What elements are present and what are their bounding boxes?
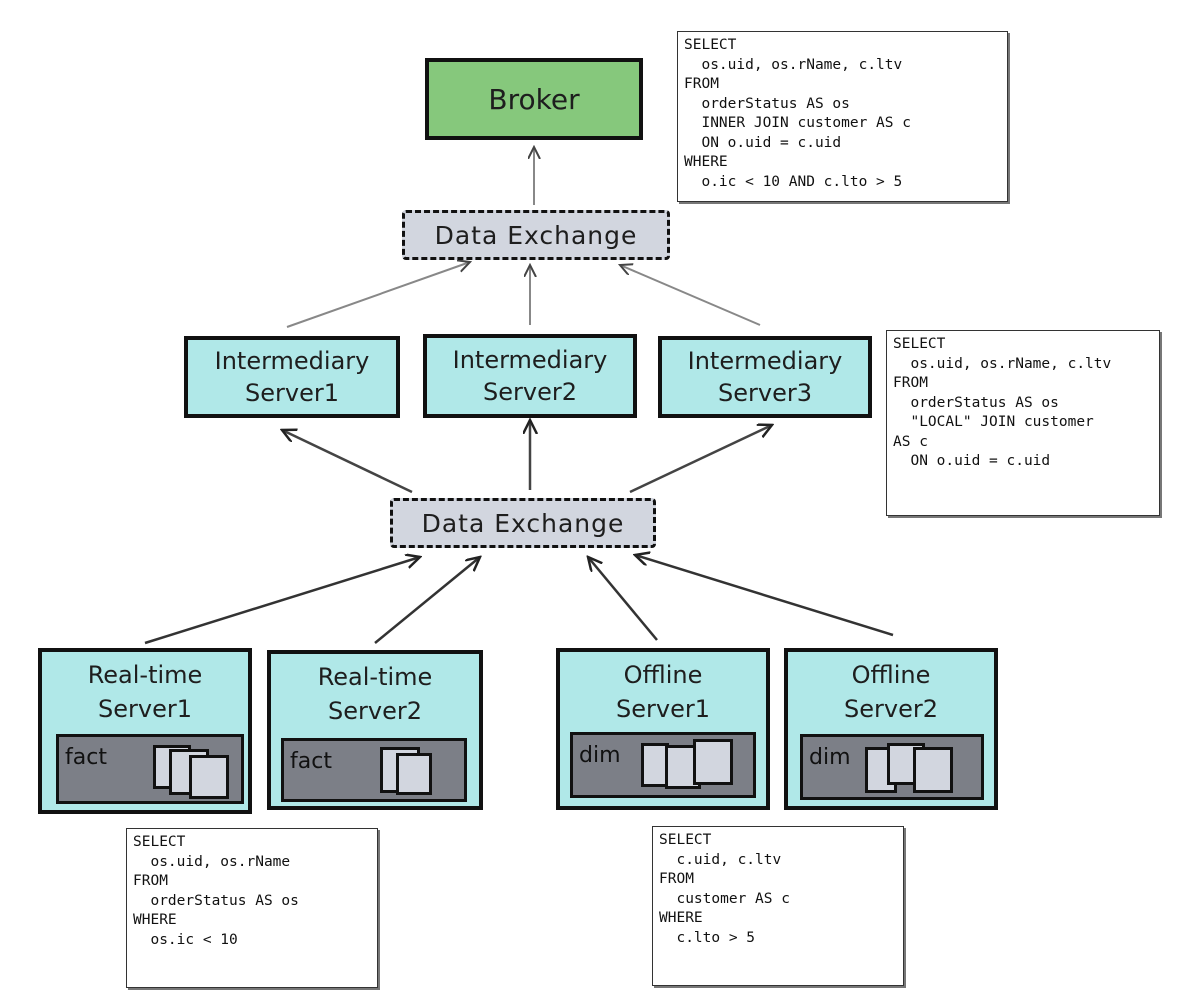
- intermediary-server-3-line1: Intermediary: [687, 347, 843, 375]
- data-segment-icon: [396, 753, 432, 795]
- arrow-off2-to-exchange: [635, 555, 894, 637]
- offline-server-1-line2: Server1: [616, 695, 710, 723]
- sql-line: ON o.uid = c.uid: [893, 453, 1051, 469]
- offline-server-2-line2: Server2: [844, 695, 938, 723]
- arrow-rt1-to-exchange: [144, 557, 420, 645]
- data-segment-icon: [189, 755, 229, 799]
- data-segment-icon: [913, 747, 953, 793]
- fact-table: fact: [56, 734, 244, 804]
- sql-line: orderStatus AS os: [133, 892, 299, 909]
- offline-server-2-line1: Offline: [851, 661, 931, 689]
- dim-table-label: dim: [579, 743, 621, 768]
- sql-line: FROM: [684, 76, 719, 92]
- sql-line: FROM: [893, 375, 928, 391]
- fact-table-label: fact: [65, 745, 107, 770]
- arrow-rt2-to-exchange: [374, 557, 480, 644]
- fact-table-label: fact: [290, 749, 332, 774]
- fact-table: fact: [281, 738, 467, 802]
- offline-server-1-line1: Offline: [623, 661, 703, 689]
- sql-line: c.lto > 5: [659, 929, 756, 946]
- sql-line: WHERE: [684, 154, 728, 170]
- sql-line: os.uid, os.rName, c.ltv: [893, 355, 1112, 372]
- realtime-server-1-line2: Server1: [98, 695, 192, 723]
- sql-line: FROM: [133, 873, 168, 889]
- sql-line: ON o.uid = c.uid: [684, 134, 842, 151]
- arrow-inter1-to-exchange: [286, 262, 470, 328]
- realtime-server-2-line1: Real-time: [317, 663, 433, 691]
- sql-line: orderStatus AS os: [893, 394, 1059, 411]
- sql-line: SELECT: [893, 336, 946, 352]
- sql-line: WHERE: [659, 910, 703, 926]
- intermediary-server-2-line2: Server2: [483, 378, 577, 406]
- sql-line: WHERE: [133, 912, 177, 928]
- sql-line: os.uid, os.rName: [133, 853, 291, 870]
- realtime-server-1-line1: Real-time: [87, 661, 203, 689]
- arrow-exchange-to-inter3: [629, 425, 772, 494]
- data-exchange-top: Data Exchange: [402, 210, 670, 260]
- sql-line: SELECT: [133, 834, 186, 850]
- sql-line: AS c: [893, 433, 928, 450]
- sql-line: c.uid, c.ltv: [659, 851, 782, 868]
- data-exchange-middle: Data Exchange: [390, 498, 656, 548]
- broker-node: Broker: [425, 58, 643, 140]
- sql-line: FROM: [659, 871, 694, 887]
- sql-line: os.ic < 10: [133, 931, 238, 948]
- sql-line: SELECT: [659, 832, 712, 848]
- arrow-inter3-to-exchange: [620, 265, 761, 326]
- intermediary-server-1-line2: Server1: [245, 379, 339, 407]
- dim-table: dim: [570, 732, 756, 798]
- arrow-exchange-to-inter1: [282, 430, 413, 494]
- dim-table-label: dim: [809, 745, 851, 770]
- realtime-server-2-line2: Server2: [328, 697, 422, 725]
- broker-label: Broker: [488, 82, 580, 116]
- sql-line: os.uid, os.rName, c.ltv: [684, 56, 903, 73]
- data-segment-icon: [693, 739, 733, 785]
- intermediary-server-2-line1: Intermediary: [452, 346, 608, 374]
- sql-line: SELECT: [684, 37, 737, 53]
- sql-line: o.ic < 10 AND c.lto > 5: [684, 173, 903, 190]
- data-exchange-middle-label: Data Exchange: [421, 508, 625, 538]
- sql-line: "LOCAL" JOIN customer: [893, 414, 1094, 430]
- dim-table: dim: [800, 734, 984, 800]
- intermediary-server-1-line1: Intermediary: [214, 347, 370, 375]
- sql-line: INNER JOIN customer AS c: [684, 115, 911, 131]
- sql-line: orderStatus AS os: [684, 95, 850, 112]
- sql-line: customer AS c: [659, 890, 790, 907]
- arrow-off1-to-exchange: [588, 557, 658, 641]
- intermediary-server-3-line2: Server3: [718, 379, 812, 407]
- data-exchange-top-label: Data Exchange: [434, 220, 638, 250]
